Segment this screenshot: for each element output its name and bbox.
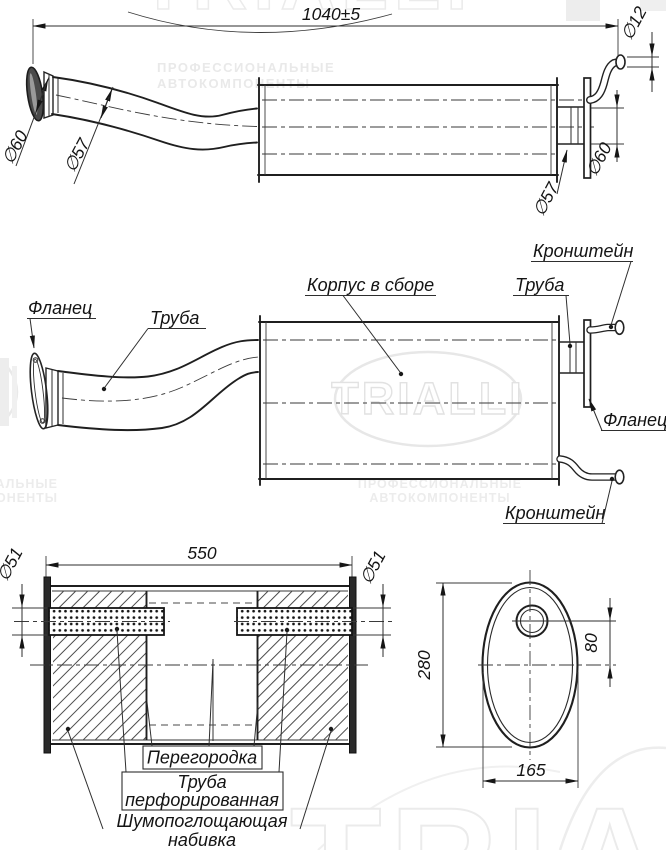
dim-pipe-offset-text: 80 [581, 633, 601, 653]
dim-body-width: 165 [482, 672, 579, 788]
dim-body-height: 280 [414, 582, 512, 748]
inlet-collar-top [43, 70, 59, 119]
outlet-stub-top [557, 77, 592, 179]
dim-outlet-pipe: ∅57 [529, 149, 568, 219]
dim-overall-length-text: 1040±5 [302, 4, 361, 24]
brand-watermark-bottom: TRIALLI [289, 746, 666, 850]
inlet-collar-side [45, 367, 64, 429]
dim-section-pipe-left: ∅51 [0, 544, 47, 657]
label-flange-left: Фланец [27, 298, 96, 349]
section-view: 550 [0, 543, 392, 850]
side-view: Фланец Труба Корпус в сборе Кронштейн Тр… [27, 241, 666, 524]
brand-watermark-bottom-text: TRIALLI [290, 776, 666, 850]
label-perforated-pipe-line1: Труба [177, 772, 226, 792]
dim-inlet-flange-text: ∅60 [0, 127, 32, 167]
dim-overall-length: 1040±5 [32, 4, 619, 64]
tagline-watermark-top-1: ПРОФЕССИОНАЛЬНЫЕ [157, 60, 335, 75]
dim-section-pipe-left-text: ∅51 [0, 544, 27, 584]
dim-body-height-text: 280 [414, 650, 434, 680]
label-stuffing-line1: Шумопоглощающая [117, 811, 288, 831]
dim-body-length: 550 [45, 543, 353, 580]
dim-outlet-pipe-text: ∅57 [529, 178, 564, 219]
label-flange-left-text: Фланец [28, 298, 92, 318]
tagline-watermark-left-1: ПРОФЕССИОНАЛЬНЫЕ [0, 477, 58, 491]
brand-watermark-top: TRIALLI [127, 0, 666, 33]
label-bracket-top-text: Кронштейн [533, 241, 633, 261]
dim-section-pipe-right-text: ∅51 [356, 547, 390, 587]
mount-plate-top [583, 77, 592, 179]
dim-pipe-offset: 80 [581, 598, 613, 687]
label-body-assembly: Корпус в сборе [305, 275, 436, 377]
label-flange-right: Фланец [588, 398, 666, 431]
label-flange-right-text: Фланец [603, 410, 666, 430]
dim-inlet-pipe-text: ∅57 [60, 134, 95, 175]
mount-plate-side [583, 319, 592, 408]
label-bracket-bottom: Кронштейн [503, 476, 615, 524]
label-body-assembly-text: Корпус в сборе [307, 275, 434, 295]
rod-end-top [615, 54, 626, 70]
dim-rod-diameter: ∅12 [617, 3, 659, 92]
brand-watermark-top-text: TRIALLI [140, 0, 473, 26]
inlet-flange-side [29, 352, 49, 430]
dim-section-pipe-right: ∅51 [353, 547, 391, 657]
dim-body-length-text: 550 [187, 543, 216, 563]
muffler-body-top [257, 77, 594, 183]
inlet-pipe-axis-side [61, 356, 259, 402]
bracket-rod-side-bottom [556, 455, 625, 485]
brand-watermark-center: TRIALLI [331, 350, 524, 448]
tagline-watermark-mid-2: АВТОКОМПОНЕНТЫ [369, 491, 510, 505]
label-pipe-left-text: Труба [150, 308, 199, 328]
label-pipe-right: Труба [513, 275, 573, 349]
bracket-rod-side-top [586, 319, 625, 336]
dim-body-width-text: 165 [516, 760, 545, 780]
label-perforated-pipe: Труба перфорированная [114, 626, 290, 811]
tagline-watermark-top-2: АВТОКОМПОНЕНТЫ [157, 76, 310, 91]
inlet-pipe-side [57, 339, 259, 432]
brand-watermark-left-edge [0, 358, 19, 426]
bracket-rod-top [586, 54, 626, 104]
label-pipe-right-text: Труба [515, 275, 564, 295]
label-pipe-left: Труба [101, 308, 206, 392]
muffler-body-side [258, 315, 560, 486]
inlet-pipe-axis [55, 94, 258, 127]
inlet-pipe-top [51, 76, 258, 151]
tagline-watermark-left-2: АВТОКОМПОНЕНТЫ [0, 491, 58, 505]
outlet-stub-side [559, 319, 592, 408]
label-stuffing-line2: набивка [168, 830, 236, 850]
tagline-watermark-mid-1: ПРОФЕССИОНАЛЬНЫЕ [358, 477, 522, 491]
label-bracket-top: Кронштейн [531, 241, 633, 330]
label-perforated-pipe-line2: перфорированная [125, 790, 279, 810]
label-bracket-bottom-text: Кронштейн [505, 503, 605, 523]
top-view: 1040±5 [0, 3, 659, 219]
label-partition-text: Перегородка [147, 748, 257, 768]
end-view: 280 80 165 [414, 570, 616, 788]
brand-watermark-center-text: TRIALLI [331, 373, 524, 424]
label-stuffing: Шумопоглощающая набивка [65, 726, 334, 850]
label-partition: Перегородка [142, 660, 263, 770]
